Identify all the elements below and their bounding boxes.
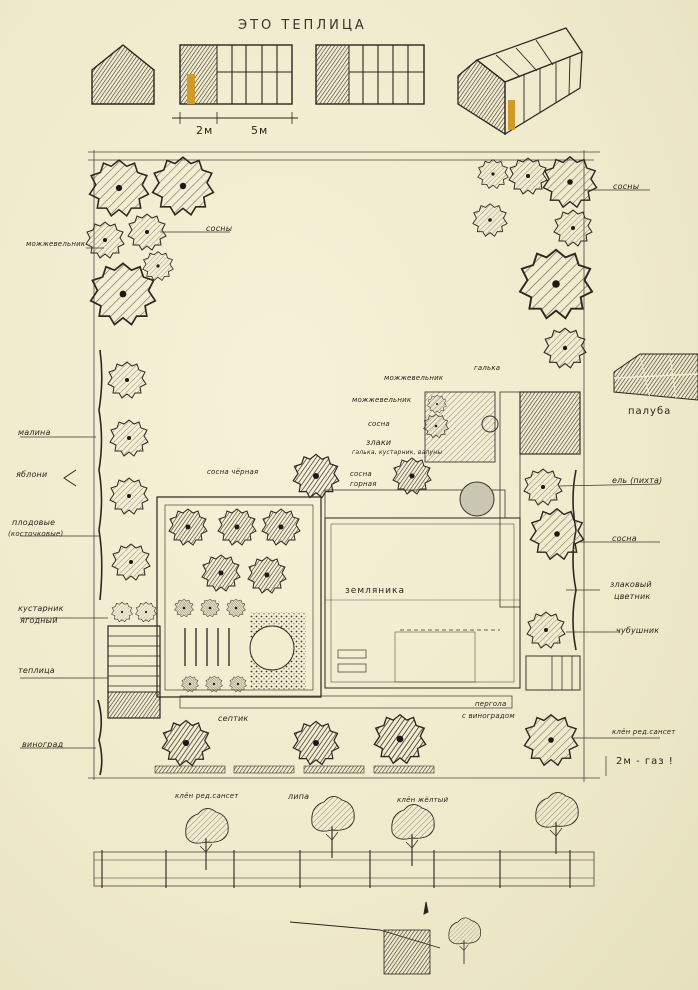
- tree-icon: [529, 508, 585, 560]
- label-pebble: галька: [474, 364, 501, 372]
- tree-icon: [107, 361, 147, 399]
- label-pine-mountain-1: сосна: [350, 470, 372, 478]
- tree-icon: [518, 248, 594, 320]
- label-pines-tr: сосны: [613, 182, 640, 191]
- label-grapes: виноград: [22, 740, 64, 749]
- street-elevation: [93, 791, 595, 888]
- label-strawberry: земляника: [345, 586, 405, 596]
- label-maple-yellow: клён жёлтый: [397, 796, 449, 804]
- tree-icon: [229, 675, 247, 693]
- label-fruit-2: (косточковые): [8, 530, 64, 538]
- label-juniper-2: можжевельник: [384, 374, 444, 382]
- tree-icon: [226, 598, 246, 618]
- deck-sketch: [613, 353, 698, 401]
- greenhouse-elevations: [91, 27, 583, 136]
- tree-icon: [200, 598, 220, 618]
- tree-icon: [292, 720, 340, 766]
- label-pines-tl: сосны: [206, 224, 233, 233]
- tree-icon: [111, 543, 151, 581]
- greenhouse-plan: [107, 625, 161, 719]
- tree-icon: [174, 598, 194, 618]
- tree-icon: [161, 719, 211, 767]
- arrow-left-icon: [63, 469, 77, 487]
- label-pergola-2: с виноградом: [462, 712, 515, 720]
- sheet-title: ЭТО ТЕПЛИЦА: [238, 18, 367, 33]
- tree-icon: [523, 714, 579, 766]
- label-pine-black: сосна чёрная: [207, 468, 259, 476]
- label-spruce: ель (пихта): [612, 476, 663, 485]
- label-maple-bottom: клён ред.сансет: [175, 792, 239, 800]
- tree-icon: [373, 714, 427, 764]
- tree-icon: [205, 675, 223, 693]
- label-grass-flower-2: цветник: [614, 592, 651, 601]
- label-pergola-1: пергола: [475, 700, 507, 708]
- tree-icon: [261, 508, 301, 546]
- label-deck: палуба: [628, 406, 672, 417]
- label-greenhouse: теплица: [18, 666, 55, 675]
- label-pine-right: сосна: [612, 534, 637, 543]
- tree-icon: [542, 156, 598, 208]
- label-gas: 2м - газ !: [616, 756, 674, 767]
- label-raspberry: малина: [18, 428, 51, 437]
- tree-icon: [472, 203, 508, 237]
- tree-icon: [543, 327, 587, 369]
- tree-icon: [477, 159, 509, 189]
- label-maple-right: клён ред.сансет: [612, 728, 676, 736]
- tree-icon: [553, 209, 593, 247]
- hedge-lines: [97, 349, 577, 776]
- tree-icon: [523, 468, 563, 506]
- tree-icon: [142, 251, 174, 281]
- section-sketch: [289, 901, 482, 975]
- tree-icon: [151, 156, 215, 216]
- label-grass-flower-1: злаковый: [610, 580, 652, 589]
- tree-icon: [85, 221, 125, 259]
- label-pebble-borders: галька, кустарник, валуны: [352, 449, 443, 456]
- tree-icon: [181, 675, 199, 693]
- label-shrub-1: кустарник: [18, 604, 64, 613]
- tree-icon: [109, 419, 149, 457]
- tree-icon: [89, 262, 157, 326]
- label-juniper-1: можжевельник: [352, 396, 412, 404]
- label-shrub-2: ягодный: [20, 616, 58, 625]
- orchard-bed: [156, 496, 322, 698]
- tree-icon: [201, 554, 241, 592]
- label-septic: септик: [218, 714, 249, 723]
- leader-lines: [20, 189, 661, 776]
- label-pine-mountain-2: горная: [350, 480, 377, 488]
- label-linden: липа: [288, 792, 310, 801]
- tree-icon: [508, 157, 548, 195]
- tree-icon: [168, 508, 208, 546]
- label-mock-orange: чубушник: [616, 626, 660, 635]
- dimension-small: 2м: [196, 124, 214, 137]
- tree-icon: [111, 601, 133, 623]
- tree-icon: [88, 159, 150, 217]
- tree-icon: [292, 453, 340, 499]
- tree-icon: [526, 611, 566, 649]
- tree-icon: [109, 477, 149, 515]
- label-grasses: злаки: [366, 438, 392, 447]
- label-juniper-left: можжевельник: [26, 240, 86, 248]
- label-pine-small: сосна: [368, 420, 390, 428]
- tree-icon: [135, 601, 157, 623]
- tree-icon: [217, 508, 257, 546]
- tree-icon: [247, 556, 287, 594]
- label-fruit-1: плодовые: [12, 518, 56, 527]
- site-boundary: [88, 150, 600, 782]
- dimension-large: 5м: [251, 124, 269, 137]
- tree-icon: [392, 457, 432, 495]
- label-apple: яблони: [16, 470, 48, 479]
